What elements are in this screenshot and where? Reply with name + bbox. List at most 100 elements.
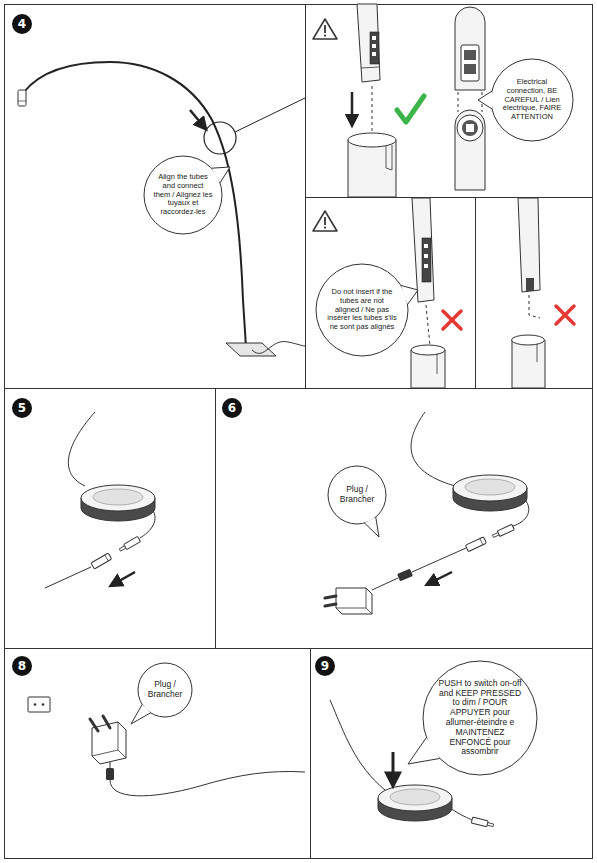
upper-tube: [422, 238, 431, 282]
panel-frame: [215, 388, 216, 649]
bubble-tail: [408, 737, 440, 764]
bubble-tail: [401, 285, 418, 304]
connector-detail: [455, 7, 485, 90]
dimmer-cable: [45, 567, 91, 588]
panel-frame: [4, 648, 593, 649]
wall-socket: [28, 697, 50, 712]
step-number: 5: [12, 398, 32, 418]
lower-tube: [512, 335, 546, 388]
power-adapter: [325, 588, 372, 614]
cross-mark: [556, 306, 574, 324]
direction-arrow: [428, 572, 452, 584]
callout-text: Do not insert if the tubes are not align…: [327, 288, 397, 331]
bubble-text-area: Plug / Brancher: [137, 662, 193, 718]
direction-arrow: [190, 110, 205, 128]
callout-text: Plug / Brancher: [335, 485, 379, 505]
wall-socket: [28, 697, 50, 712]
upper-tube: [518, 198, 540, 292]
dimmer-cable: [411, 412, 455, 486]
zoom-circle: [204, 98, 305, 154]
direction-arrow: [352, 92, 353, 124]
lower-tube: [437, 354, 438, 374]
step-number: 8: [12, 656, 32, 676]
arc-lamp: [252, 342, 305, 354]
arc-lamp: [226, 343, 276, 356]
female-plug: [91, 553, 112, 569]
lower-tube: [348, 133, 396, 197]
bubble-tail: [365, 517, 379, 537]
connector-detail: [461, 45, 479, 81]
speech-bubble: Electrical connection, BE CAREFUL / Lien…: [490, 58, 574, 142]
connector-detail: [457, 115, 483, 141]
bubble-tail: [478, 91, 492, 109]
warning-triangle: [313, 211, 337, 231]
ferrite-bead: [397, 569, 413, 582]
upper-tube: [424, 264, 428, 268]
lower-tube: [411, 345, 445, 388]
lower-tube: [386, 145, 392, 170]
bubble-tail: [131, 704, 151, 724]
bubble-text-area: PUSH to switch on-off and KEEP PRESSED t…: [422, 660, 538, 776]
dimmer-cable: [372, 412, 529, 590]
upper-tube: [412, 198, 434, 302]
power-adapter: [110, 762, 305, 796]
male-plug: [492, 524, 514, 539]
male-plug: [118, 536, 140, 552]
dimmer-cable: [450, 808, 472, 820]
guide-line: [372, 86, 373, 134]
panel-frame: [4, 4, 593, 859]
step-number: 9: [315, 656, 335, 676]
connector-detail: [464, 50, 476, 60]
power-adapter: [90, 719, 98, 731]
arc-lamp: [18, 90, 26, 106]
zoom-circle: [235, 98, 305, 132]
wall-socket: [42, 703, 45, 706]
warning-triangle: [313, 19, 337, 39]
direction-arrow: [393, 752, 394, 784]
lower-tube: [348, 133, 396, 147]
direction-arrow: [112, 572, 135, 585]
speech-bubble: Do not insert if the tubes are not align…: [315, 263, 409, 357]
upper-tube: [412, 198, 434, 302]
power-adapter: [106, 768, 114, 780]
direction-arrow: [112, 572, 135, 585]
bubble-tail: [211, 167, 230, 183]
connector-detail: [455, 110, 485, 190]
upper-tube: [372, 44, 376, 48]
arc-lamp: [18, 62, 305, 356]
lower-tube: [411, 350, 445, 388]
female-plug: [465, 537, 486, 552]
arc-lamp: [24, 62, 246, 347]
panel-frame: [305, 4, 306, 389]
bubble-text-area: Electrical connection, BE CAREFUL / Lien…: [490, 58, 574, 142]
direction-arrow: [392, 752, 395, 784]
step-number: 4: [12, 14, 32, 34]
bubble-text-area: Do not insert if the tubes are not align…: [315, 263, 409, 357]
callout-text: Align the tubes and connect them / Align…: [153, 173, 212, 216]
arc-lamp: [18, 101, 26, 102]
bubble-text-area: Plug / Brancher: [327, 465, 387, 525]
callout-text: Electrical connection, BE CAREFUL / Lien…: [501, 78, 563, 121]
panel-frame: [310, 648, 311, 859]
dimmer-puck: [378, 785, 452, 821]
connector-detail: [464, 64, 476, 74]
speech-bubble: Plug / Brancher: [327, 465, 387, 525]
cross-mark: [556, 306, 574, 324]
speech-bubble: Align the tubes and connect them / Align…: [143, 155, 223, 235]
bubble-circle: [423, 661, 537, 775]
dimmer-puck: [453, 475, 527, 511]
dimmer-cable: [45, 412, 155, 588]
step-number: 6: [222, 398, 242, 418]
callout-text: PUSH to switch on-off and KEEP PRESSED t…: [437, 679, 523, 757]
wall-socket: [34, 703, 37, 706]
cross-mark: [443, 311, 461, 329]
lower-tube: [411, 345, 445, 355]
bubble-text-area: Align the tubes and connect them / Align…: [143, 155, 223, 235]
guide-line: [426, 305, 430, 346]
lower-tube: [512, 335, 545, 345]
upper-tube: [424, 244, 428, 248]
panel-frame: [475, 197, 476, 389]
cross-mark: [556, 306, 574, 324]
